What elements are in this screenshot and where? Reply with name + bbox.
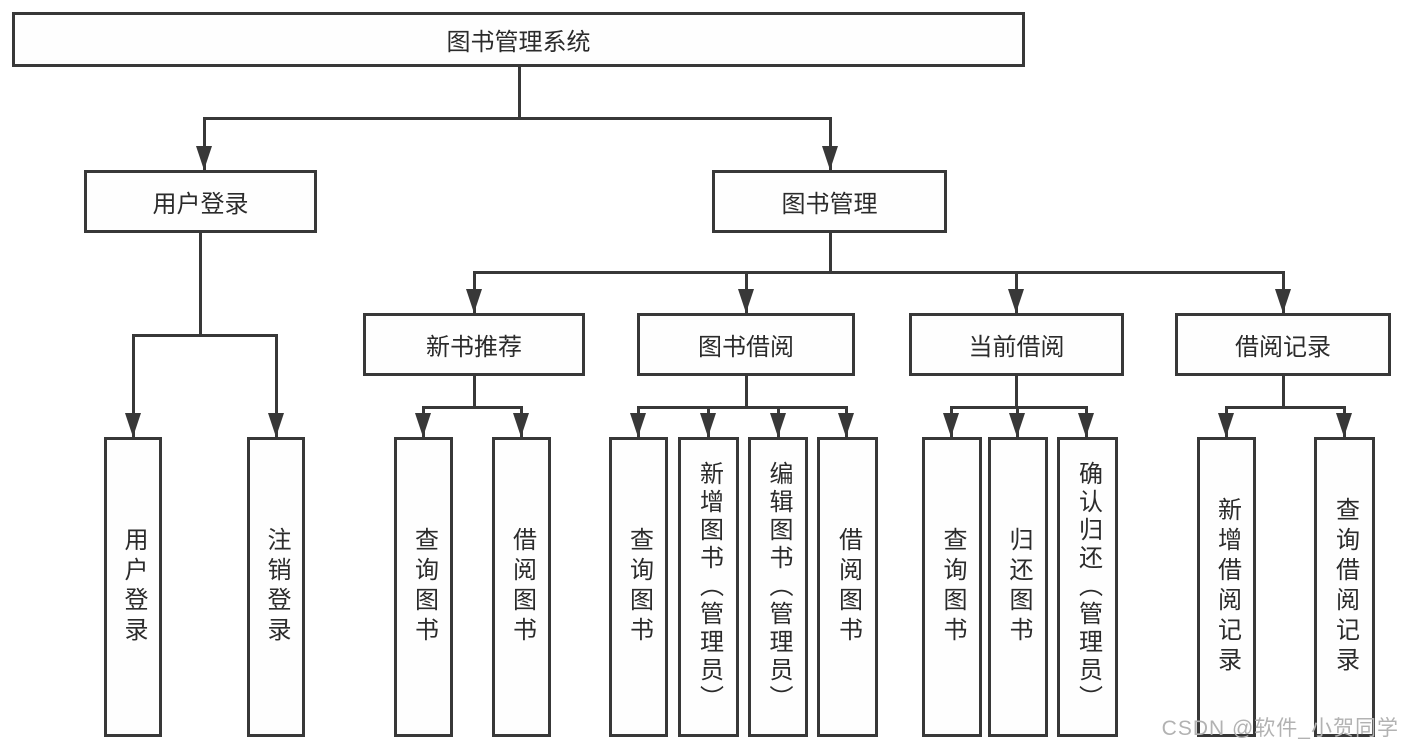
node-new-book-recommendation: 新书推荐 [363,313,585,376]
node-leaf-confirm-return-admin: 确认归还（管理员） [1057,437,1118,737]
connector-hline [132,334,278,337]
node-leaf-current-query-books: 查询图书 [922,437,982,737]
arrow-down-icon [943,413,959,437]
leaf-label: 查询借阅记录 [1331,497,1359,677]
arrow-down-icon [1275,289,1291,313]
connector-vline [829,231,832,273]
arrow-down-icon [838,413,854,437]
node-leaf-borrowing-query-books: 查询图书 [609,437,668,737]
node-leaf-user-login: 用户登录 [104,437,162,737]
arrow-down-icon [1008,289,1024,313]
connector-hline [1225,406,1345,409]
arrow-down-icon [700,413,716,437]
node-book-management: 图书管理 [712,170,947,233]
node-leaf-return-books: 归还图书 [988,437,1048,737]
csdn-watermark: CSDN @软件_小贺同学 [1161,717,1399,740]
connector-hline [637,406,848,409]
connector-vline [275,334,278,437]
connector-vline [473,374,476,407]
connector-hline [473,271,1284,274]
node-borrowing-records: 借阅记录 [1175,313,1391,376]
leaf-label: 确认归还（管理员） [1074,461,1102,713]
arrow-down-icon [415,413,431,437]
connector-hline [950,406,1088,409]
connector-hline [422,406,523,409]
leaf-label: 查询图书 [625,527,653,647]
arrow-down-icon [513,413,529,437]
arrow-down-icon [822,146,838,170]
node-user-login: 用户登录 [84,170,317,233]
connector-vline [829,117,832,170]
arrow-down-icon [1218,413,1234,437]
arrow-down-icon [770,413,786,437]
leaf-label: 借阅图书 [508,527,536,647]
node-root-library-management-system: 图书管理系统 [12,12,1025,67]
connector-vline [1282,374,1285,407]
arrow-down-icon [630,413,646,437]
node-leaf-add-books-admin: 新增图书（管理员） [678,437,739,737]
connector-vline [518,67,521,119]
arrow-down-icon [268,413,284,437]
leaf-label: 用户登录 [120,527,147,647]
connector-vline [1015,374,1018,407]
arrow-down-icon [125,413,141,437]
connector-vline [203,117,206,170]
arrow-down-icon [196,146,212,170]
arrow-down-icon [738,289,754,313]
arrow-down-icon [1009,413,1025,437]
node-current-borrowing: 当前借阅 [909,313,1124,376]
node-leaf-query-borrow-record: 查询借阅记录 [1314,437,1375,737]
leaf-label: 编辑图书（管理员） [765,461,792,713]
node-leaf-add-borrow-record: 新增借阅记录 [1197,437,1256,737]
node-leaf-logout: 注销登录 [247,437,305,737]
node-leaf-recommend-query-books: 查询图书 [394,437,453,737]
leaf-label: 查询图书 [939,527,966,647]
node-book-borrowing: 图书借阅 [637,313,855,376]
node-leaf-borrowing-borrow-books: 借阅图书 [817,437,878,737]
node-leaf-recommend-borrow-books: 借阅图书 [492,437,551,737]
leaf-label: 查询图书 [410,527,438,647]
connector-vline [132,334,135,437]
leaf-label: 归还图书 [1005,527,1032,647]
arrow-down-icon [1078,413,1094,437]
arrow-down-icon [466,289,482,313]
arrow-down-icon [1336,413,1352,437]
leaf-label: 新增借阅记录 [1213,497,1241,677]
leaf-label: 新增图书（管理员） [695,461,723,713]
leaf-label: 借阅图书 [834,527,862,647]
node-leaf-edit-books-admin: 编辑图书（管理员） [748,437,808,737]
leaf-label: 注销登录 [263,527,290,647]
connector-vline [745,374,748,407]
connector-hline [203,117,831,120]
connector-vline [199,231,202,336]
